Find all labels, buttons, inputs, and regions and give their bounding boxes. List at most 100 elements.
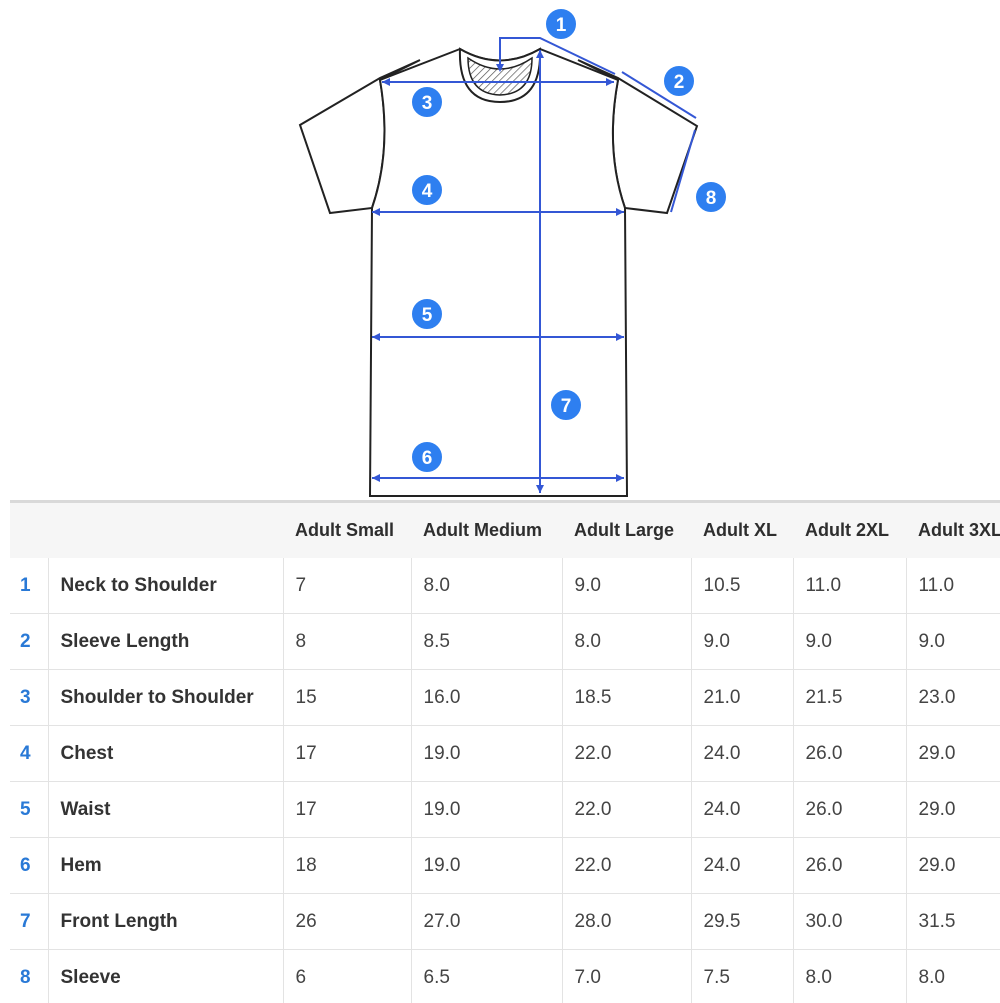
marker-1: 1 <box>545 8 577 40</box>
header-size: Adult Large <box>562 503 691 558</box>
tshirt-outline <box>300 49 697 496</box>
size-value: 16.0 <box>411 670 562 726</box>
marker-2: 2 <box>663 65 695 97</box>
measurement-name: Sleeve <box>48 950 283 1003</box>
size-value: 9.0 <box>793 614 906 670</box>
size-value: 29.0 <box>906 726 1000 782</box>
size-value: 8.0 <box>793 950 906 1003</box>
row-number: 4 <box>10 726 48 782</box>
size-value: 10.5 <box>691 558 793 614</box>
size-value: 19.0 <box>411 782 562 838</box>
size-value: 26.0 <box>793 838 906 894</box>
size-value: 8.0 <box>906 950 1000 1003</box>
measurement-name: Hem <box>48 838 283 894</box>
marker-3: 3 <box>411 86 443 118</box>
svg-text:1: 1 <box>556 15 567 36</box>
size-value: 29.0 <box>906 782 1000 838</box>
size-value: 18.5 <box>562 670 691 726</box>
measurement-name: Waist <box>48 782 283 838</box>
size-value: 8 <box>283 614 411 670</box>
size-value: 7 <box>283 558 411 614</box>
measurement-name: Chest <box>48 726 283 782</box>
size-value: 26.0 <box>793 782 906 838</box>
svg-text:7: 7 <box>561 396 572 417</box>
header-size: Adult XL <box>691 503 793 558</box>
header-measurement <box>48 503 283 558</box>
marker-7: 7 <box>550 389 582 421</box>
size-value: 30.0 <box>793 894 906 950</box>
svg-text:6: 6 <box>422 448 433 469</box>
marker-4: 4 <box>411 174 443 206</box>
svg-text:8: 8 <box>706 188 717 209</box>
size-value: 9.0 <box>562 558 691 614</box>
header-size: Adult 2XL <box>793 503 906 558</box>
size-value: 9.0 <box>691 614 793 670</box>
size-value: 6 <box>283 950 411 1003</box>
measurement-name: Front Length <box>48 894 283 950</box>
size-value: 22.0 <box>562 782 691 838</box>
size-value: 27.0 <box>411 894 562 950</box>
size-value: 17 <box>283 726 411 782</box>
header-size: Adult Medium <box>411 503 562 558</box>
size-value: 24.0 <box>691 782 793 838</box>
marker-8: 8 <box>695 181 727 213</box>
row-number: 5 <box>10 782 48 838</box>
size-value: 21.0 <box>691 670 793 726</box>
size-value: 11.0 <box>793 558 906 614</box>
svg-text:5: 5 <box>422 305 433 326</box>
tshirt-measurement-diagram: 1 2 3 4 5 6 7 8 <box>0 0 1000 500</box>
header-size: Adult 3XL <box>906 503 1000 558</box>
size-value: 17 <box>283 782 411 838</box>
size-value: 8.0 <box>411 558 562 614</box>
row-number: 2 <box>10 614 48 670</box>
size-value: 7.0 <box>562 950 691 1003</box>
size-value: 9.0 <box>906 614 1000 670</box>
size-value: 29.0 <box>906 838 1000 894</box>
row-number: 8 <box>10 950 48 1003</box>
size-chart-table: Adult Small Adult Medium Adult Large Adu… <box>10 500 1000 1003</box>
size-value: 24.0 <box>691 726 793 782</box>
size-value: 23.0 <box>906 670 1000 726</box>
svg-text:2: 2 <box>674 72 685 93</box>
size-value: 6.5 <box>411 950 562 1003</box>
measurement-name: Neck to Shoulder <box>48 558 283 614</box>
size-value: 7.5 <box>691 950 793 1003</box>
size-value: 29.5 <box>691 894 793 950</box>
size-value: 24.0 <box>691 838 793 894</box>
measurement-name: Sleeve Length <box>48 614 283 670</box>
size-value: 26.0 <box>793 726 906 782</box>
size-value: 8.5 <box>411 614 562 670</box>
row-number: 1 <box>10 558 48 614</box>
size-value: 21.5 <box>793 670 906 726</box>
header-num <box>10 503 48 558</box>
size-value: 19.0 <box>411 726 562 782</box>
size-value: 26 <box>283 894 411 950</box>
size-value: 18 <box>283 838 411 894</box>
size-value: 28.0 <box>562 894 691 950</box>
size-value: 15 <box>283 670 411 726</box>
measurement-name: Shoulder to Shoulder <box>48 670 283 726</box>
row-number: 3 <box>10 670 48 726</box>
marker-5: 5 <box>411 298 443 330</box>
size-value: 31.5 <box>906 894 1000 950</box>
size-value: 8.0 <box>562 614 691 670</box>
size-value: 22.0 <box>562 726 691 782</box>
size-value: 22.0 <box>562 838 691 894</box>
header-size: Adult Small <box>283 503 411 558</box>
row-number: 7 <box>10 894 48 950</box>
size-value: 11.0 <box>906 558 1000 614</box>
table-header-row: Adult Small Adult Medium Adult Large Adu… <box>10 503 1000 558</box>
marker-6: 6 <box>411 441 443 473</box>
svg-text:3: 3 <box>422 93 433 114</box>
svg-text:4: 4 <box>422 181 433 202</box>
size-value: 19.0 <box>411 838 562 894</box>
row-number: 6 <box>10 838 48 894</box>
